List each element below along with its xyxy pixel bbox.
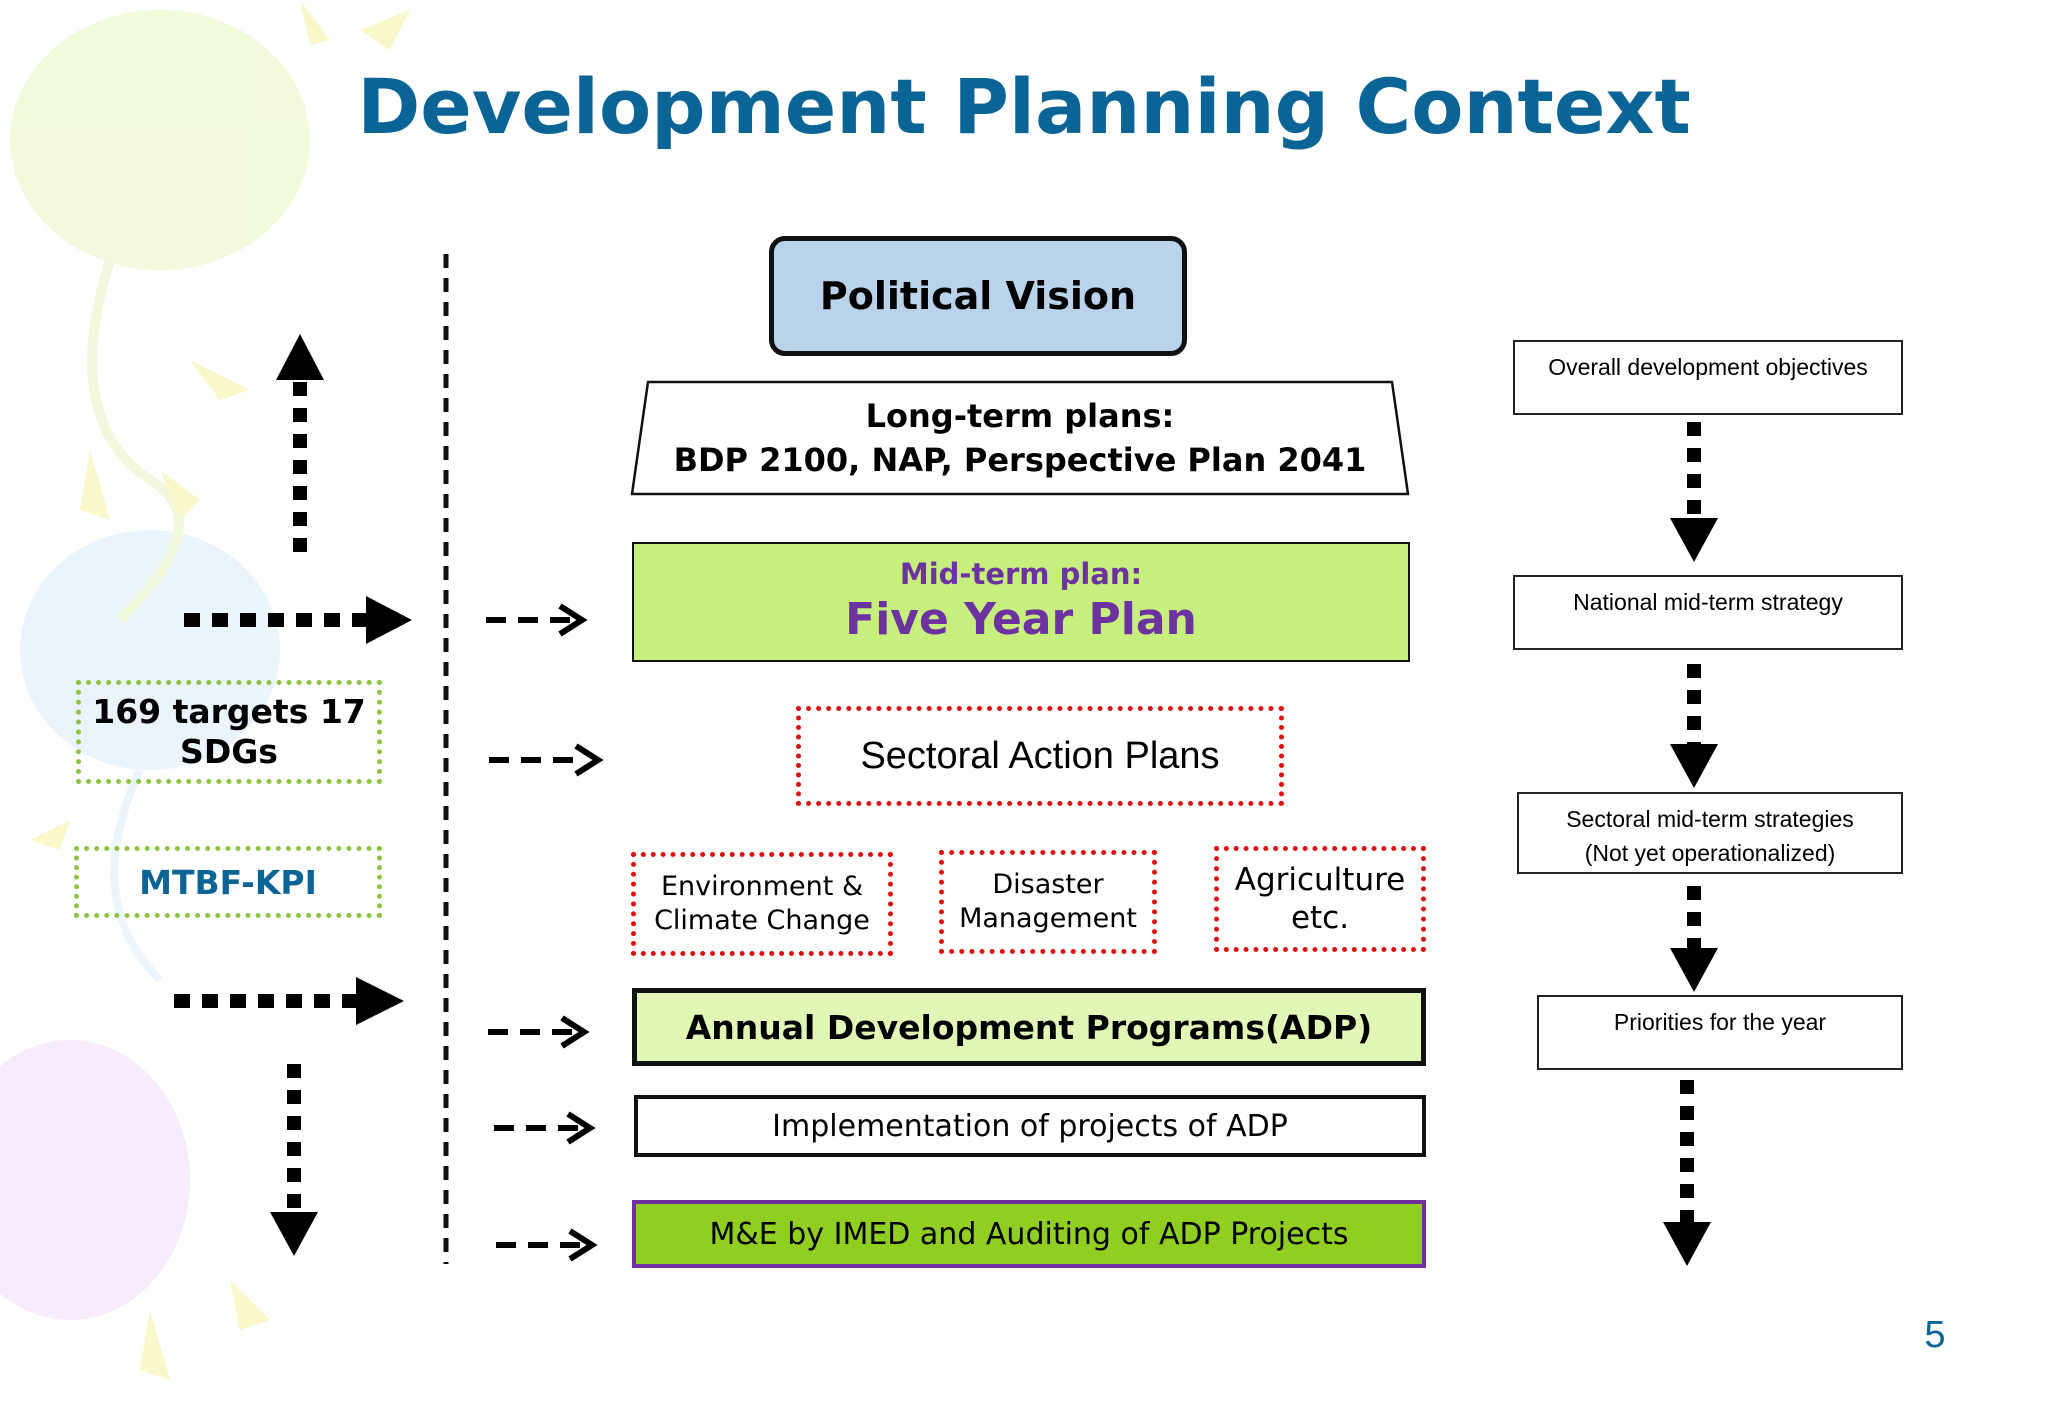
- sub-plan-line: Disaster: [992, 869, 1104, 900]
- national-strategy-box: National mid-term strategy: [1513, 575, 1903, 650]
- right-box-label: Sectoral mid-term strategies: [1566, 806, 1854, 832]
- political-vision-box: Political Vision: [769, 236, 1187, 356]
- long-term-label: Long-term plans:: [865, 397, 1175, 435]
- dashed-arrow-icon: [488, 1015, 590, 1049]
- mid-term-label: Mid-term plan:: [899, 557, 1143, 591]
- right-box-label: Priorities for the year: [1613, 1009, 1827, 1035]
- long-term-plans-box: Long-term plans: BDP 2100, NAP, Perspect…: [630, 378, 1410, 498]
- right-box-note: (Not yet operationalized): [1584, 840, 1836, 866]
- right-box-label: Overall development objectives: [1548, 354, 1868, 380]
- mtbf-kpi-box: MTBF-KPI: [74, 846, 382, 918]
- long-term-plans-list: BDP 2100, NAP, Perspective Plan 2041: [673, 441, 1367, 479]
- arrow-up-icon: [276, 334, 324, 552]
- balloon-shape: [10, 10, 310, 270]
- priorities-box: Priorities for the year: [1537, 995, 1903, 1070]
- right-box-label: National mid-term strategy: [1573, 589, 1843, 615]
- arrow-right-icon: [174, 977, 404, 1025]
- arrow-down-icon: [1663, 1080, 1711, 1266]
- balloon-shape: [0, 1040, 190, 1320]
- environment-climate-box: Environment &Climate Change: [631, 852, 893, 956]
- dashed-arrow-icon: [494, 1111, 596, 1145]
- sub-plan-line: Management: [959, 903, 1137, 934]
- arrow-down-icon: [1670, 886, 1718, 992]
- arrow-down-icon: [1670, 664, 1718, 788]
- sub-plan-line: Environment &: [660, 871, 864, 902]
- implementation-box: Implementation of projects of ADP: [634, 1095, 1426, 1157]
- balloon-shape: [20, 530, 280, 770]
- arrow-down-icon: [270, 1064, 318, 1256]
- long-term-trapezoid: [630, 380, 1410, 496]
- five-year-plan-title: Five Year Plan: [845, 594, 1197, 645]
- page-title: Development Planning Context: [357, 62, 1691, 151]
- sectoral-strategies-box: Sectoral mid-term strategies (Not yet ope…: [1517, 792, 1903, 874]
- mid-term-plan-box: Mid-term plan: Five Year Plan: [632, 542, 1410, 662]
- overall-objectives-box: Overall development objectives: [1513, 340, 1903, 415]
- sub-plan-line: etc.: [1290, 900, 1350, 936]
- arrow-right-icon: [184, 596, 412, 644]
- adp-box: Annual Development Programs(ADP): [632, 988, 1426, 1066]
- sectoral-action-plans-box: Sectoral Action Plans: [796, 706, 1284, 806]
- arrow-down-icon: [1670, 422, 1718, 562]
- sdg-line: SDGs: [180, 732, 278, 771]
- dashed-arrow-icon: [496, 1228, 598, 1262]
- dashed-arrow-icon: [489, 743, 604, 777]
- monitoring-evaluation-box: M&E by IMED and Auditing of ADP Projects: [632, 1200, 1426, 1268]
- sdg-line: 169 targets 17: [92, 692, 366, 731]
- dashed-arrow-icon: [486, 603, 588, 637]
- sub-plan-line: Climate Change: [654, 905, 870, 936]
- sub-plan-line: Agriculture: [1234, 862, 1406, 898]
- page-number: 5: [1924, 1313, 1946, 1356]
